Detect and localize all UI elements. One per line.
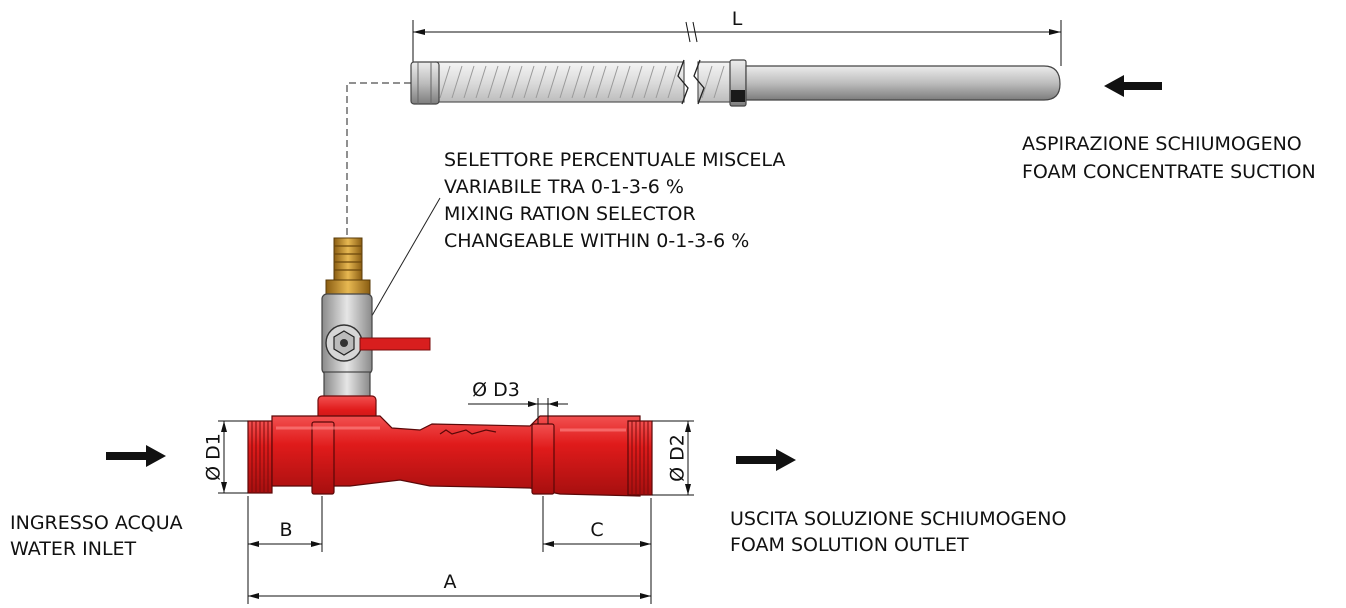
dim-d1-arrow-top [221, 421, 227, 432]
selector-leader-line [365, 197, 441, 327]
dashed-connection [346, 82, 411, 238]
selector-label-en-2: CHANGEABLE WITHIN 0-1-3-6 % [444, 230, 749, 252]
barb-ridges [334, 245, 362, 271]
dim-l-label: L [732, 8, 743, 30]
dim-c-arrow-left [543, 541, 554, 547]
inlet-thread-lines [251, 421, 269, 493]
hose-break-left [677, 59, 689, 105]
body-highlight [276, 426, 626, 432]
hose-break-right [693, 59, 705, 105]
clamp-band [731, 90, 745, 102]
outlet-thread-lines [631, 421, 649, 495]
inlet-label-en: WATER INLET [10, 538, 137, 560]
valve-assembly [321, 237, 431, 399]
dim-b-label: B [279, 519, 292, 541]
brass-nut [325, 279, 371, 295]
inductor-body [247, 395, 653, 497]
dim-d1-label: Ø D1 [203, 433, 225, 481]
dim-l-arrow-right [1049, 29, 1061, 35]
dim-b-arrow-left [248, 541, 259, 547]
selector-label-en-1: MIXING RATION SELECTOR [444, 203, 696, 225]
outlet-collar [531, 423, 555, 495]
hose-spiral [439, 65, 725, 99]
selector-center [340, 339, 348, 347]
suction-arrow-icon [1104, 75, 1162, 97]
body-detail [439, 429, 497, 435]
dim-d3-arrow-right [548, 401, 558, 407]
outlet-label-en: FOAM SOLUTION OUTLET [730, 534, 969, 556]
outlet-arrow-icon [736, 449, 796, 471]
suction-label-it: ASPIRAZIONE SCHIUMOGENO [1022, 133, 1302, 155]
dim-l-arrow-left [413, 29, 425, 35]
outlet-label-it: USCITA SOLUZIONE SCHIUMOGENO [730, 508, 1066, 530]
dim-d3-arrow-left [528, 401, 538, 407]
selector-label-it-1: SELETTORE PERCENTUALE MISCELA [444, 149, 785, 171]
dim-l-break-2 [692, 21, 698, 43]
dim-c-arrow-right [640, 541, 651, 547]
suction-tube [745, 65, 1061, 101]
dim-l-break-1 [685, 21, 691, 43]
dim-b-arrow-right [311, 541, 322, 547]
brass-barb [333, 237, 363, 283]
hose-left-fitting [410, 61, 440, 105]
inlet-arrow-icon [106, 445, 166, 467]
dim-d2-label: Ø D2 [667, 434, 689, 482]
dim-d2-arrow-top [685, 421, 691, 432]
inlet-label-it: INGRESSO ACQUA [10, 512, 183, 534]
suction-hose: L [346, 8, 1062, 238]
dim-d1-arrow-bottom [221, 482, 227, 493]
dim-a-arrow-right [640, 593, 651, 599]
dim-a-arrow-left [248, 593, 259, 599]
suction-label-en: FOAM CONCENTRATE SUCTION [1022, 161, 1316, 183]
dim-a-label: A [444, 571, 457, 593]
valve-lower-fitting [323, 371, 371, 399]
selector-label-it-2: VARIABILE TRA 0-1-3-6 % [444, 176, 684, 198]
selector-handle [359, 337, 431, 351]
dim-d2-arrow-bottom [685, 484, 691, 495]
dim-d3-label: Ø D3 [472, 379, 520, 401]
dim-c-label: C [590, 519, 603, 541]
inlet-collar [311, 421, 335, 495]
